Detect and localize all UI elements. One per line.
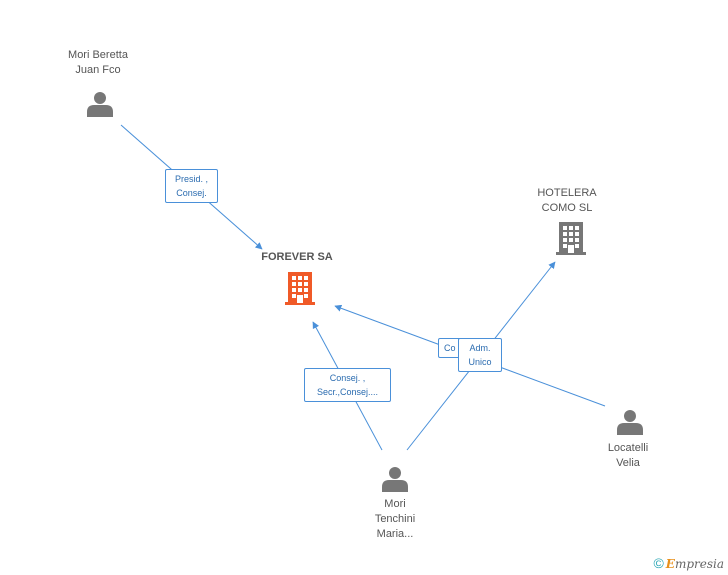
person-icon[interactable]	[382, 467, 408, 492]
edge-label-presid-consej[interactable]: Presid. , Consej.	[165, 169, 218, 203]
person-icon[interactable]	[87, 92, 113, 117]
node-label-line: Mori	[384, 498, 406, 510]
node-label-line: Velia	[616, 457, 640, 469]
node-label-mori-beretta[interactable]: Mori Beretta Juan Fco	[50, 48, 146, 78]
edge-label-line: Secr.,Consej....	[316, 387, 379, 397]
edge-label-line: Presid. ,	[174, 174, 208, 184]
node-label-line: Juan Fco	[75, 64, 121, 76]
node-label-hotelera[interactable]: HOTELERA COMO SL	[517, 186, 617, 216]
brand-logo-initial: E	[665, 557, 675, 571]
edge-label-line: Consej.	[176, 188, 207, 198]
node-label-line: HOTELERA	[537, 187, 597, 199]
node-label-mori-tenchini[interactable]: Mori Tenchini Maria...	[355, 497, 435, 542]
node-label-line: Maria...	[376, 528, 414, 540]
edge-label-line: Co	[444, 343, 456, 353]
node-label-line: Mori Beretta	[68, 49, 128, 61]
person-icon[interactable]	[617, 410, 643, 435]
edge-label-line: Adm.	[469, 343, 491, 353]
node-label-line: Tenchini	[374, 513, 416, 525]
edge-label-line: Unico	[468, 357, 492, 367]
node-label-locatelli[interactable]: Locatelli Velia	[588, 441, 668, 471]
brand-logo-text: mpresia	[674, 557, 724, 571]
building-icon-main[interactable]	[285, 272, 315, 305]
building-icon[interactable]	[556, 222, 586, 255]
edge-label-line: Consej. ,	[329, 373, 366, 383]
copyright-icon: ©	[653, 555, 664, 571]
brand-logo: ©Empresia	[653, 555, 724, 571]
edge-label-consej-secr[interactable]: Consej. , Secr.,Consej....	[304, 368, 391, 402]
edge-label-adm-unico[interactable]: Adm. Unico	[458, 338, 502, 372]
node-label-line: COMO SL	[541, 202, 593, 214]
node-label-line: Locatelli	[607, 442, 649, 454]
node-label-line: FOREVER SA	[261, 251, 333, 263]
node-label-forever[interactable]: FOREVER SA	[247, 250, 347, 265]
